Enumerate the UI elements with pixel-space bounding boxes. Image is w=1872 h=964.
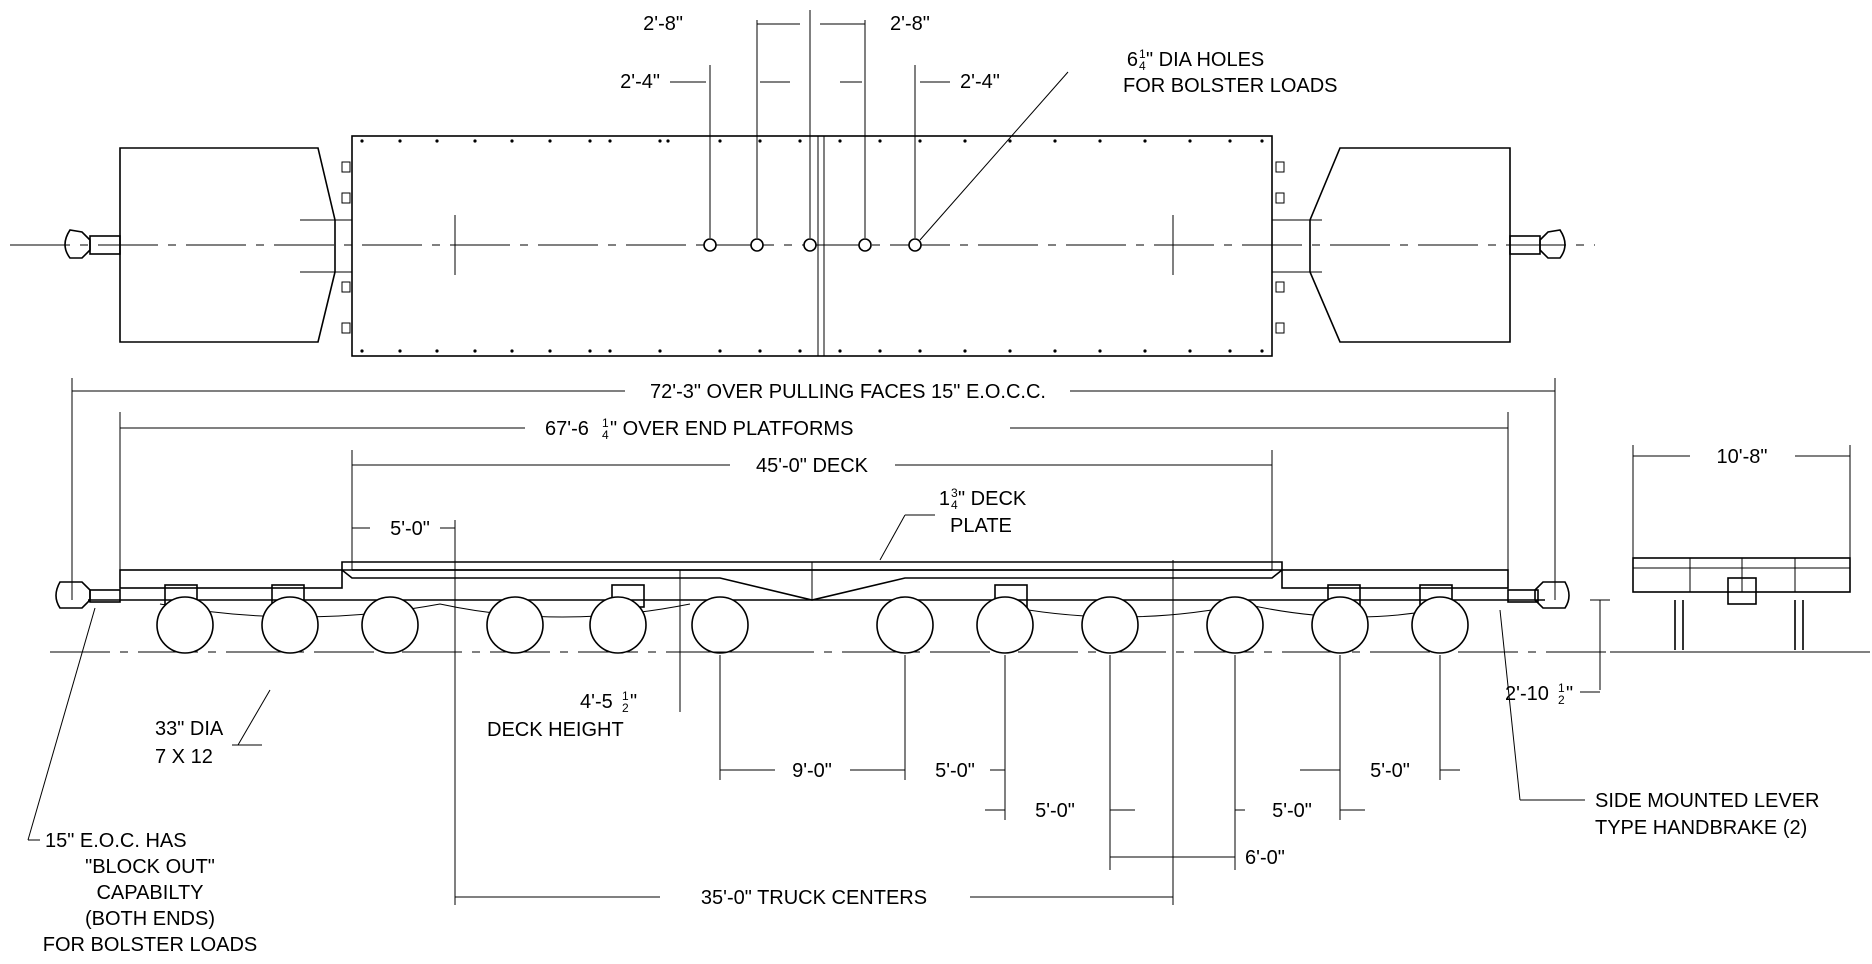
plan-view (10, 10, 1595, 357)
deck-edge-dots (360, 139, 1264, 353)
deck-plate-note: 1 3 4 " DECK PLATE (879, 486, 1027, 561)
holes-line2: FOR BOLSTER LOADS (1123, 75, 1338, 97)
wheel (361, 596, 419, 654)
holes-frac-den: 4 (1139, 59, 1146, 73)
eoc-line4: (BOTH ENDS) (85, 908, 215, 930)
holes-callout: 6 1 4 " DIA HOLES FOR BOLSTER LOADS (919, 47, 1338, 241)
dim-5ft-a: 5'-0" (935, 760, 975, 782)
holes-line1: " DIA HOLES (1146, 49, 1264, 71)
wheel (691, 596, 749, 654)
deck-height-label: DECK HEIGHT (487, 719, 624, 741)
handbrake-line1: SIDE MOUNTED LEVER (1595, 790, 1819, 812)
dim-left-inner: 2'-8" (643, 13, 683, 35)
eoc-line5: FOR BOLSTER LOADS (43, 934, 258, 956)
deck-plate-den: 4 (951, 498, 958, 512)
eoc-note: 15" E.O.C. HAS "BLOCK OUT" CAPABILTY (BO… (27, 607, 258, 956)
coupler-height-den: 2 (1558, 693, 1565, 707)
dim-right-inner: 2'-8" (890, 13, 930, 35)
coupler-height-value: 2'-10 (1505, 683, 1549, 705)
wheel (1081, 596, 1139, 654)
deck-plate-line1: " DECK (958, 488, 1027, 510)
handbrake-line2: TYPE HANDBRAKE (2) (1595, 817, 1807, 839)
wheel (261, 596, 319, 654)
deck-plate-num: 3 (951, 486, 958, 500)
overall-dimensions: 72'-3" OVER PULLING FACES 15" E.O.C.C. 6… (71, 378, 1556, 600)
coupler-left (64, 229, 121, 259)
hole-spacing-dims: 2'-8" 2'-8" 2'-4" 2'-4" (620, 13, 1000, 93)
dim-5ft-b: 5'-0" (1035, 800, 1075, 822)
dim-end-width: 10'-8" (1717, 446, 1768, 468)
bolster-hole (908, 238, 922, 252)
eoc-line1: 15" E.O.C. HAS (45, 830, 187, 852)
side-couplers (55, 581, 1570, 609)
wheels (156, 596, 1469, 654)
end-view: 10'-8" (1610, 445, 1870, 653)
dim-truck-centers: 35'-0" TRUCK CENTERS (701, 887, 927, 909)
dim-5ft-c: 5'-0" (1370, 760, 1410, 782)
deck-plate-size: 1 (939, 488, 950, 510)
holes-frac-num: 1 (1139, 47, 1146, 61)
dim-platforms-den: 4 (602, 428, 609, 442)
dim-6ft: 6'-0" (1245, 847, 1285, 869)
eoc-line2: "BLOCK OUT" (85, 856, 215, 878)
eoc-line3: CAPABILTY (96, 882, 203, 904)
bolster-hole (858, 238, 872, 252)
bolster-hole (703, 238, 717, 252)
wheels-line1: 33" DIA (155, 718, 224, 740)
wheel (156, 596, 214, 654)
dim-pulling-faces: 72'-3" OVER PULLING FACES 15" E.O.C.C. (650, 381, 1046, 403)
dim-deck-offset: 5'-0" (390, 518, 430, 540)
deck-height-tail: " (630, 691, 637, 713)
truck-centers-dim: 35'-0" TRUCK CENTERS (454, 520, 1174, 909)
wheel (589, 596, 647, 654)
wheel (1206, 596, 1264, 654)
wheel (976, 596, 1034, 654)
deck-plate-line2: PLATE (950, 515, 1012, 537)
axle-spacing-dims: 9'-0" 5'-0" 5'-0" 5'-0" 5'-0" 6'-0" (719, 655, 1460, 870)
deck-height-den: 2 (622, 701, 629, 715)
handbrake-note: SIDE MOUNTED LEVER TYPE HANDBRAKE (2) (1499, 609, 1819, 839)
wheel (486, 596, 544, 654)
wheels-line2: 7 X 12 (155, 746, 213, 768)
holes-size: 6 (1127, 49, 1138, 71)
wheels-note: 33" DIA 7 X 12 (155, 689, 271, 768)
dim-platforms-num: 1 (602, 416, 609, 430)
bolster-hole (803, 238, 817, 252)
coupler-right (1509, 229, 1566, 259)
dim-platforms-a: 67'-6 (545, 418, 589, 440)
dim-5ft-d: 5'-0" (1272, 800, 1312, 822)
bolster-hole (750, 238, 764, 252)
dim-9ft: 9'-0" (792, 760, 832, 782)
deck-height-num: 1 (622, 689, 629, 703)
coupler-height-num: 1 (1558, 681, 1565, 695)
wheel (1411, 596, 1469, 654)
deck-height-value: 4'-5 (580, 691, 613, 713)
wheel (1311, 596, 1369, 654)
wheel (876, 596, 934, 654)
deck-height-dim: 4'-5 1 2 " DECK HEIGHT (487, 570, 800, 741)
coupler-height-dim: 2'-10 1 2 " (1505, 599, 1610, 707)
dim-left-outer: 2'-4" (620, 71, 660, 93)
dim-deck: 45'-0" DECK (756, 455, 869, 477)
coupler-height-tail: " (1566, 683, 1573, 705)
dim-right-outer: 2'-4" (960, 71, 1000, 93)
dim-platforms-b: " OVER END PLATFORMS (610, 418, 853, 440)
